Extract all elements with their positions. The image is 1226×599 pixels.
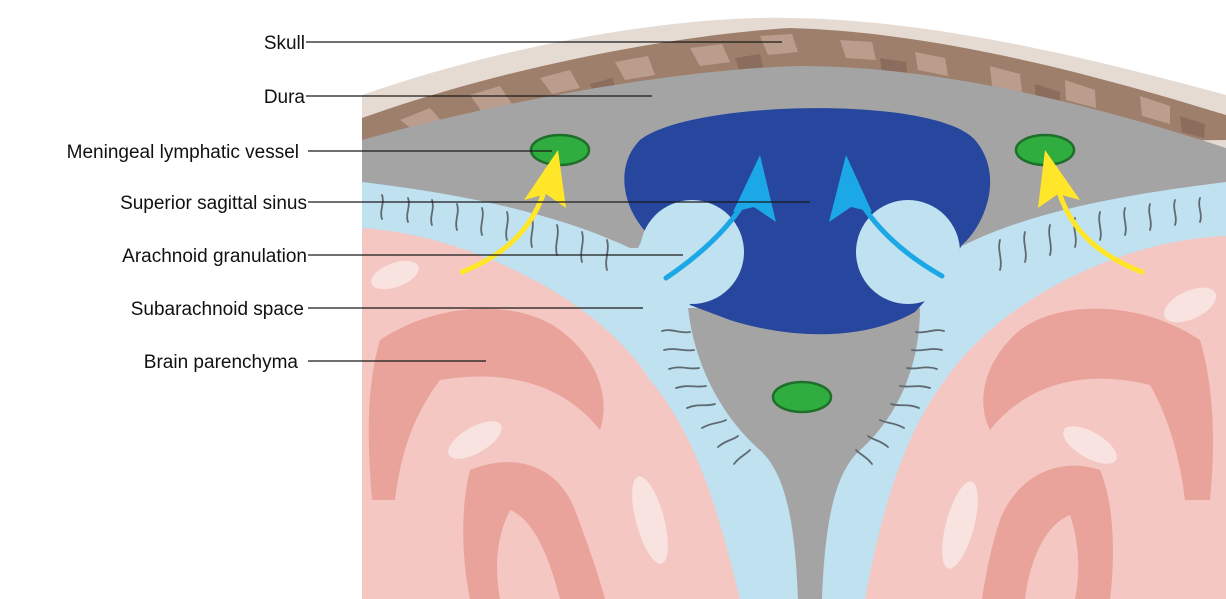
label-lymphatic-vessel: Meningeal lymphatic vessel — [67, 142, 299, 163]
label-subarachnoid-space: Subarachnoid space — [131, 299, 304, 320]
label-dura: Dura — [264, 87, 306, 108]
arachnoid-granulation-left — [640, 200, 744, 304]
label-brain-parenchyma: Brain parenchyma — [144, 352, 299, 373]
label-sagittal-sinus: Superior sagittal sinus — [120, 193, 307, 214]
label-arachnoid-granulation: Arachnoid granulation — [122, 246, 307, 267]
lymphatic-vessel-left — [531, 135, 589, 165]
lymphatic-vessel-falx — [773, 382, 831, 412]
labels: Skull Dura Meningeal lymphatic vessel Su… — [67, 33, 307, 373]
label-skull: Skull — [264, 33, 305, 54]
